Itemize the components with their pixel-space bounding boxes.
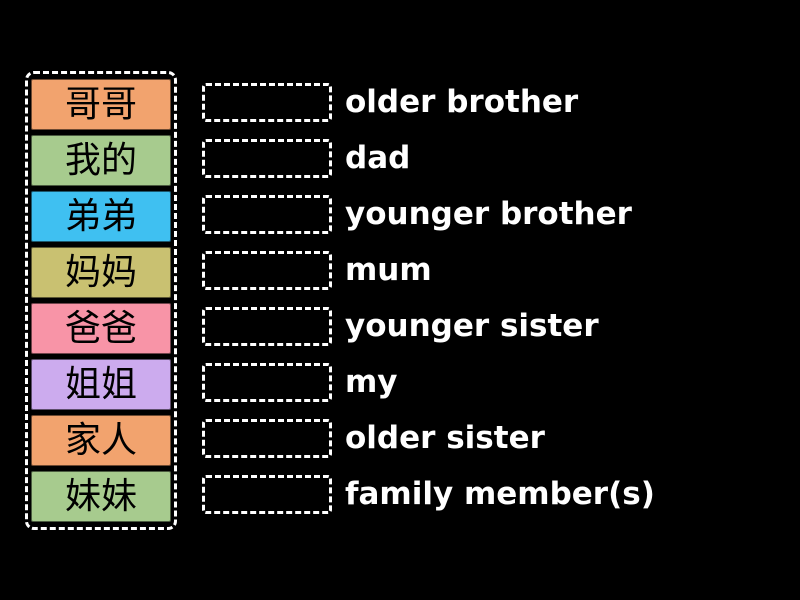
- answer-label: mum: [345, 251, 432, 288]
- answer-row: family member(s): [202, 466, 655, 522]
- answer-label: my: [345, 363, 398, 400]
- drop-zone[interactable]: [202, 362, 332, 402]
- word-tile[interactable]: 我的: [31, 135, 171, 186]
- drop-zone[interactable]: [202, 82, 332, 122]
- answer-label: younger brother: [345, 195, 632, 232]
- answer-row: older sister: [202, 410, 655, 466]
- word-tile[interactable]: 爸爸: [31, 303, 171, 354]
- drop-zone[interactable]: [202, 250, 332, 290]
- answer-row: younger brother: [202, 186, 655, 242]
- drop-zone[interactable]: [202, 194, 332, 234]
- word-tile[interactable]: 家人: [31, 415, 171, 466]
- word-tile[interactable]: 姐姐: [31, 359, 171, 410]
- answer-label: dad: [345, 139, 411, 176]
- answer-label: family member(s): [345, 475, 655, 512]
- answer-row: younger sister: [202, 298, 655, 354]
- answers-panel: older brother dad younger brother mum yo…: [202, 74, 655, 522]
- word-tile[interactable]: 妈妈: [31, 247, 171, 298]
- answer-label: younger sister: [345, 307, 599, 344]
- drop-zone[interactable]: [202, 418, 332, 458]
- answer-row: mum: [202, 242, 655, 298]
- word-tile[interactable]: 弟弟: [31, 191, 171, 242]
- answer-label: older sister: [345, 419, 545, 456]
- drop-zone[interactable]: [202, 474, 332, 514]
- answer-row: dad: [202, 130, 655, 186]
- answer-row: my: [202, 354, 655, 410]
- drop-zone[interactable]: [202, 138, 332, 178]
- keyword-panel: 哥哥 我的 弟弟 妈妈 爸爸 姐姐 家人 妹妹: [25, 71, 177, 530]
- word-tile[interactable]: 妹妹: [31, 471, 171, 522]
- answer-label: older brother: [345, 83, 579, 120]
- word-tile[interactable]: 哥哥: [31, 79, 171, 130]
- drop-zone[interactable]: [202, 306, 332, 346]
- answer-row: older brother: [202, 74, 655, 130]
